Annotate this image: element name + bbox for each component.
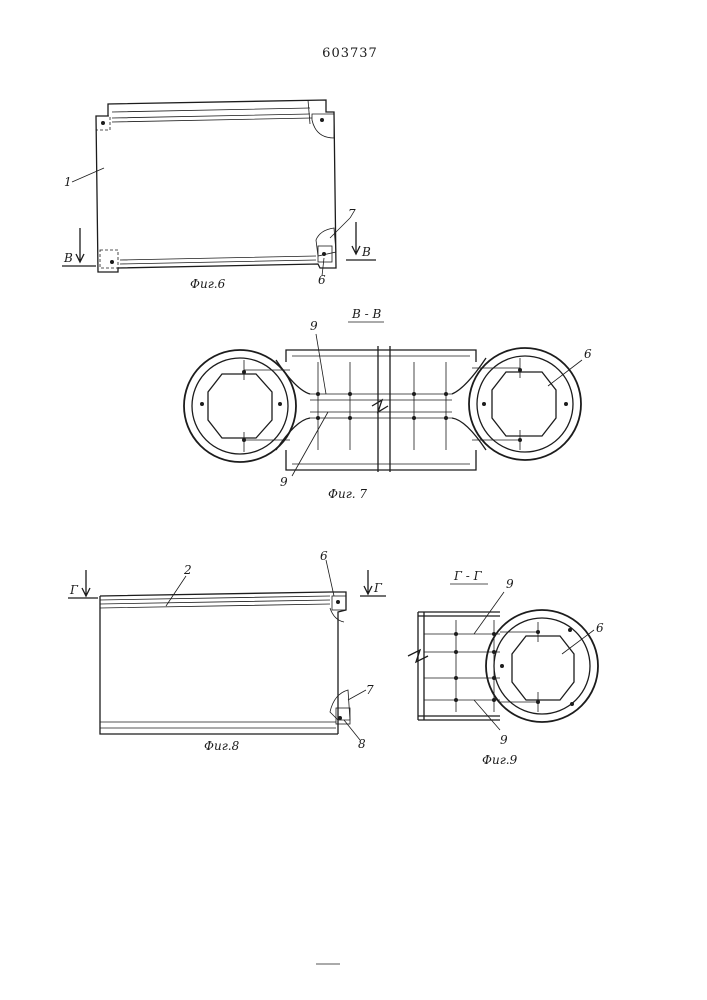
fig6-bottom-rib bbox=[120, 256, 316, 264]
fig6-section-arrow-right bbox=[346, 222, 376, 260]
fig6-leader-1 bbox=[72, 168, 104, 182]
fig8-caption: Фиг.8 bbox=[204, 739, 240, 753]
fig8-top-rib bbox=[100, 596, 330, 608]
fig7-leader-9-bottom bbox=[292, 412, 328, 476]
fig9-leader-9-top bbox=[474, 592, 504, 634]
figure-6: 1 7 6 В В Фиг.6 bbox=[62, 100, 376, 291]
fig6-panel-outline bbox=[96, 100, 336, 272]
fig9-section-title: Г - Г bbox=[453, 569, 483, 583]
fig9-inner-bars bbox=[424, 634, 500, 700]
figure-8: 2 6 7 8 Г Г Фиг.8 bbox=[68, 549, 386, 753]
fig8-corner-dot-tr bbox=[336, 600, 340, 604]
fig7-vertical-ties bbox=[318, 362, 446, 450]
fig8-label-2: 2 bbox=[183, 563, 192, 577]
fig9-caption: Фиг.9 bbox=[482, 753, 518, 767]
fig7-left-octagon bbox=[208, 374, 272, 438]
fig7-rebar-dots bbox=[200, 368, 568, 442]
fig6-corner-dot-bl bbox=[110, 260, 114, 264]
fig7-section-title: В - В bbox=[351, 307, 382, 321]
fig8-bottom-rib bbox=[100, 722, 336, 728]
fig8-corner-node-br bbox=[330, 690, 350, 720]
fig6-section-label-right: В bbox=[361, 245, 371, 259]
fig6-label-6: 6 bbox=[318, 273, 326, 287]
figure-7: В - В bbox=[184, 307, 592, 501]
fig6-label-7: 7 bbox=[348, 207, 356, 221]
fig8-label-7: 7 bbox=[366, 683, 374, 697]
figure-9: Г - Г 9 9 6 Фиг.9 bbox=[408, 569, 604, 767]
fig7-label-6: 6 bbox=[584, 347, 592, 361]
fig9-label-9-bottom: 9 bbox=[500, 733, 508, 747]
fig9-label-9-top: 9 bbox=[506, 577, 514, 591]
fig6-corner-node-br bbox=[316, 228, 336, 256]
fig8-section-label-left: Г bbox=[69, 583, 79, 597]
fig8-leader-6 bbox=[326, 560, 334, 596]
fig6-corner-node-bl bbox=[100, 250, 118, 268]
patent-number: 603737 bbox=[322, 46, 378, 61]
fig9-label-6: 6 bbox=[596, 621, 604, 635]
fig9-wall-stub bbox=[418, 612, 500, 720]
fig8-corner-dot-br bbox=[338, 716, 342, 720]
fig8-panel-outline bbox=[100, 592, 346, 734]
fig6-corner-dot-tr bbox=[320, 118, 324, 122]
fig6-corner-dot-tl bbox=[101, 121, 105, 125]
fig6-caption: Фиг.6 bbox=[190, 277, 226, 291]
fig6-corner-dot-br bbox=[322, 252, 326, 256]
fig8-section-label-right: Г bbox=[373, 581, 383, 595]
fig7-label-9-bottom: 9 bbox=[280, 475, 288, 489]
fig9-rebar-dots bbox=[454, 628, 574, 706]
fig7-caption: Фиг. 7 bbox=[328, 487, 367, 501]
fig8-label-6: 6 bbox=[320, 549, 328, 563]
fig7-break-lines bbox=[372, 346, 390, 472]
fig8-section-arrow-right bbox=[360, 570, 386, 596]
fig8-label-8: 8 bbox=[358, 737, 366, 751]
fig6-corner-node-tr bbox=[312, 114, 334, 138]
fig7-right-octagon bbox=[492, 372, 556, 436]
fig6-section-label-left: В bbox=[63, 251, 73, 265]
fig7-leader-9-top bbox=[316, 334, 326, 394]
fig8-leader-7 bbox=[348, 690, 366, 700]
fig6-label-1: 1 bbox=[64, 175, 72, 189]
fig7-label-9-top: 9 bbox=[310, 319, 318, 333]
fig9-octagon bbox=[512, 636, 574, 700]
fig8-leader-2 bbox=[166, 576, 186, 606]
fig9-leader-9-bottom bbox=[474, 700, 500, 730]
fig7-inner-bars bbox=[310, 394, 452, 418]
